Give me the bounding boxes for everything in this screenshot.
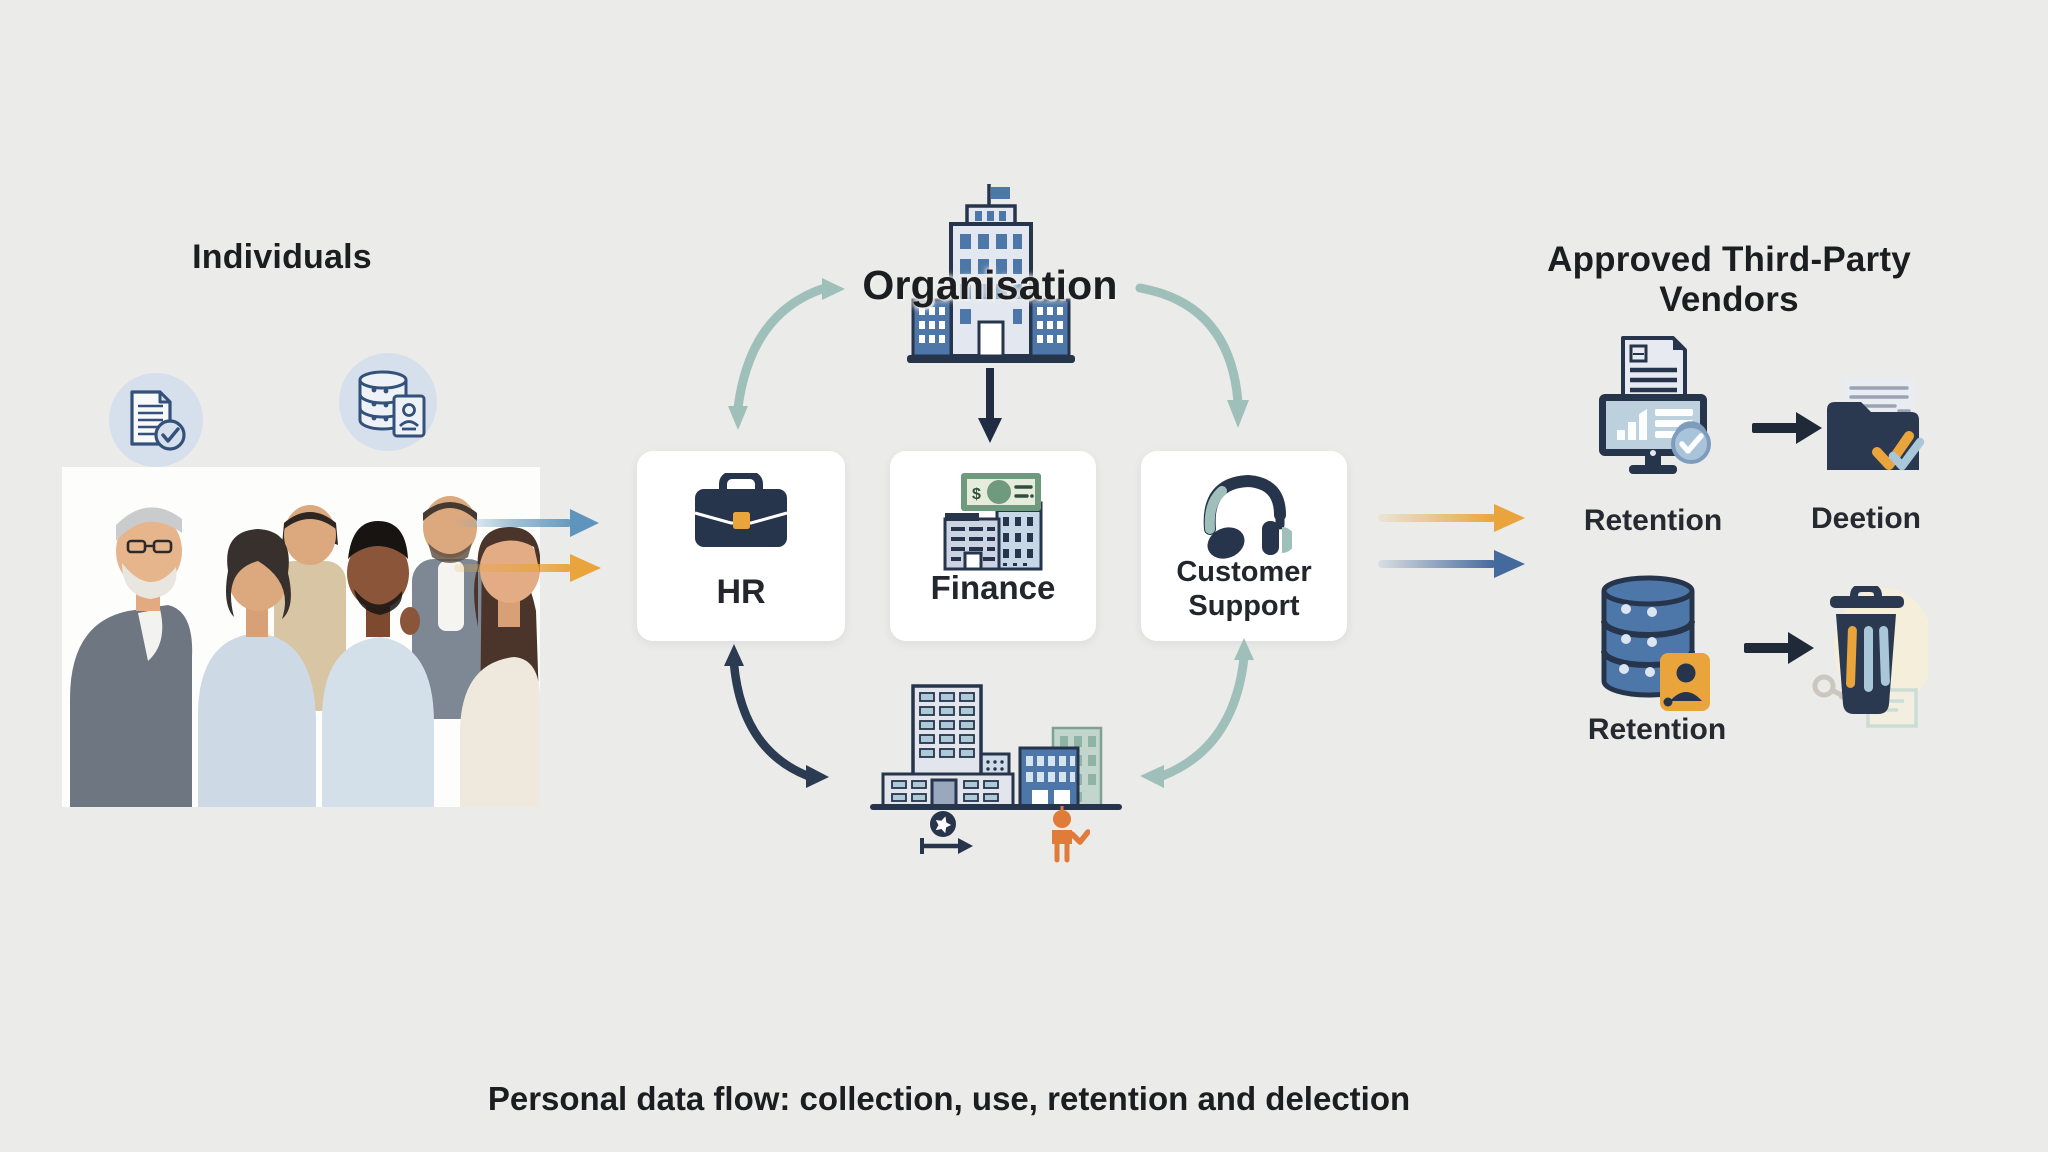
- flow-arrow-orange-left-icon: [452, 548, 604, 588]
- database-user-badge-icon: [1596, 575, 1716, 717]
- svg-text:$: $: [972, 486, 981, 503]
- curved-arrow-hr-organisation-icon: [718, 272, 848, 432]
- vendor-retention-label-2: Retention: [1587, 713, 1727, 746]
- curved-arrow-hr-campus-icon: [716, 642, 830, 796]
- flow-arrow-orange-right-icon: [1376, 498, 1528, 538]
- curved-arrow-campus-support-icon: [1130, 636, 1256, 792]
- headset-icon: [1196, 467, 1292, 563]
- flow-arrow-blue-right-icon: [1376, 544, 1528, 584]
- folder-check-icon: [1823, 378, 1927, 478]
- database-user-icon: [338, 352, 438, 452]
- curved-arrow-organisation-support-icon: [1134, 276, 1256, 432]
- customer-support-label: Customer Support: [1176, 556, 1312, 623]
- monitor-document-icon: [1593, 336, 1723, 480]
- customer-support-department-card: Customer Support: [1141, 451, 1347, 641]
- vendor-retention-label-1: Retention: [1583, 504, 1723, 537]
- arrow-retention-deletion-icon: [1752, 408, 1822, 448]
- vendor-deletion-label: Deetion: [1810, 502, 1921, 535]
- organisation-title: Organisation: [862, 262, 1118, 308]
- document-check-icon: [108, 372, 204, 468]
- arrow-retention-trash-icon: [1744, 628, 1814, 668]
- flow-arrow-blue-left-icon: [452, 503, 602, 543]
- hr-label: HR: [716, 573, 766, 611]
- individuals-title: Individuals: [192, 238, 372, 276]
- office-tower-icon: [905, 182, 1077, 366]
- individuals-photo: [62, 467, 540, 807]
- diagram-caption: Personal data flow: collection, use, ret…: [487, 1080, 1411, 1117]
- down-arrow-organisation-finance-icon: [976, 368, 1004, 444]
- hr-department-card: HR: [637, 451, 845, 641]
- briefcase-icon: [693, 473, 789, 551]
- finance-buildings-icon: $: [939, 467, 1049, 573]
- person-icon: [1042, 806, 1090, 864]
- finance-department-card: $ Finance: [890, 451, 1096, 641]
- city-buildings-icon: [868, 682, 1124, 814]
- trash-icon: [1808, 586, 1928, 728]
- vendors-title: Approved Third-Party Vendors: [1547, 240, 1911, 319]
- finance-label: Finance: [930, 569, 1056, 606]
- star-timeline-icon: [918, 810, 976, 858]
